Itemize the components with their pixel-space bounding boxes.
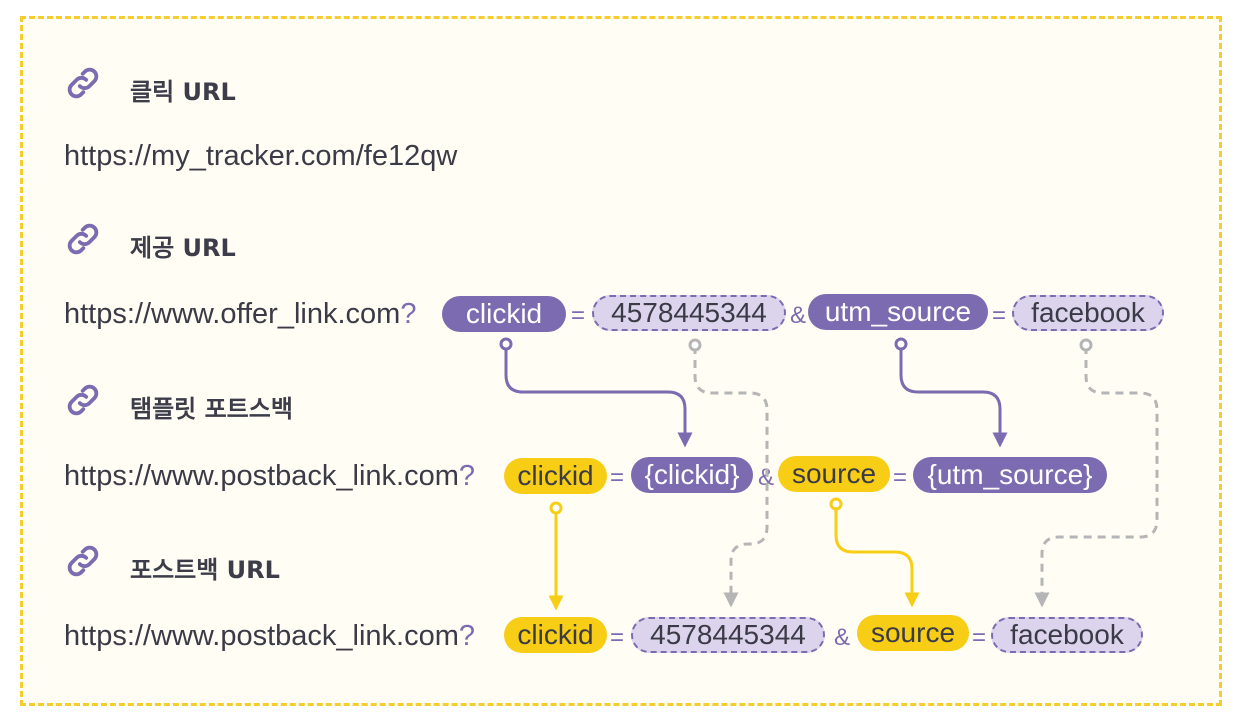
equals-sign: = — [992, 302, 1007, 329]
link-chain-icon — [67, 223, 99, 255]
ampersand: & — [758, 464, 775, 491]
click-url-text: https://my_tracker.com/fe12qw — [64, 140, 458, 172]
offer-param-key-clickid: clickid — [442, 296, 566, 332]
arrow-offer-utm-source-to-template — [894, 337, 1008, 448]
equals-sign: = — [610, 624, 625, 651]
section-title-click-url: 클릭 URL — [130, 78, 236, 106]
template-param-value-clickid: {clickid} — [631, 457, 753, 493]
section-title-offer-url: 제공 URL — [130, 234, 236, 262]
offer-param-value-utm-source: facebook — [1012, 295, 1164, 331]
section-title-template-postback: 탬플릿 포트스백 — [130, 395, 293, 423]
ampersand: & — [790, 302, 807, 329]
equals-sign: = — [610, 464, 625, 491]
arrow-offer-clickid-value-to-postback — [688, 338, 769, 608]
arrow-offer-clickid-to-template — [499, 337, 693, 448]
template-param-key-clickid: clickid — [504, 458, 607, 494]
link-chain-icon — [67, 67, 99, 99]
equals-sign: = — [972, 624, 987, 651]
template-param-value-source: {utm_source} — [913, 457, 1107, 493]
template-postback-url-base: https://www.postback_link.com? — [64, 460, 476, 492]
arrow-template-clickid-to-postback — [548, 501, 564, 611]
offer-param-key-utm-source: utm_source — [808, 294, 988, 330]
diagram-frame — [20, 16, 1222, 706]
arrow-template-source-to-postback — [829, 497, 920, 608]
equals-sign: = — [571, 302, 586, 329]
section-title-postback-url: 포스트백 URL — [130, 556, 280, 584]
ampersand: & — [834, 624, 851, 651]
offer-url-base: https://www.offer_link.com? — [64, 298, 417, 330]
postback-param-key-clickid: clickid — [504, 617, 607, 653]
postback-param-value-source: facebook — [991, 617, 1143, 653]
offer-param-value-clickid: 4578445344 — [592, 295, 786, 331]
link-chain-icon — [67, 545, 99, 577]
postback-param-value-clickid: 4578445344 — [631, 617, 825, 653]
template-param-key-source: source — [778, 456, 890, 492]
arrow-offer-source-value-to-postback — [1034, 338, 1159, 608]
postback-url-base: https://www.postback_link.com? — [64, 620, 476, 652]
postback-param-key-source: source — [857, 615, 969, 651]
link-chain-icon — [67, 384, 99, 416]
equals-sign: = — [893, 464, 908, 491]
